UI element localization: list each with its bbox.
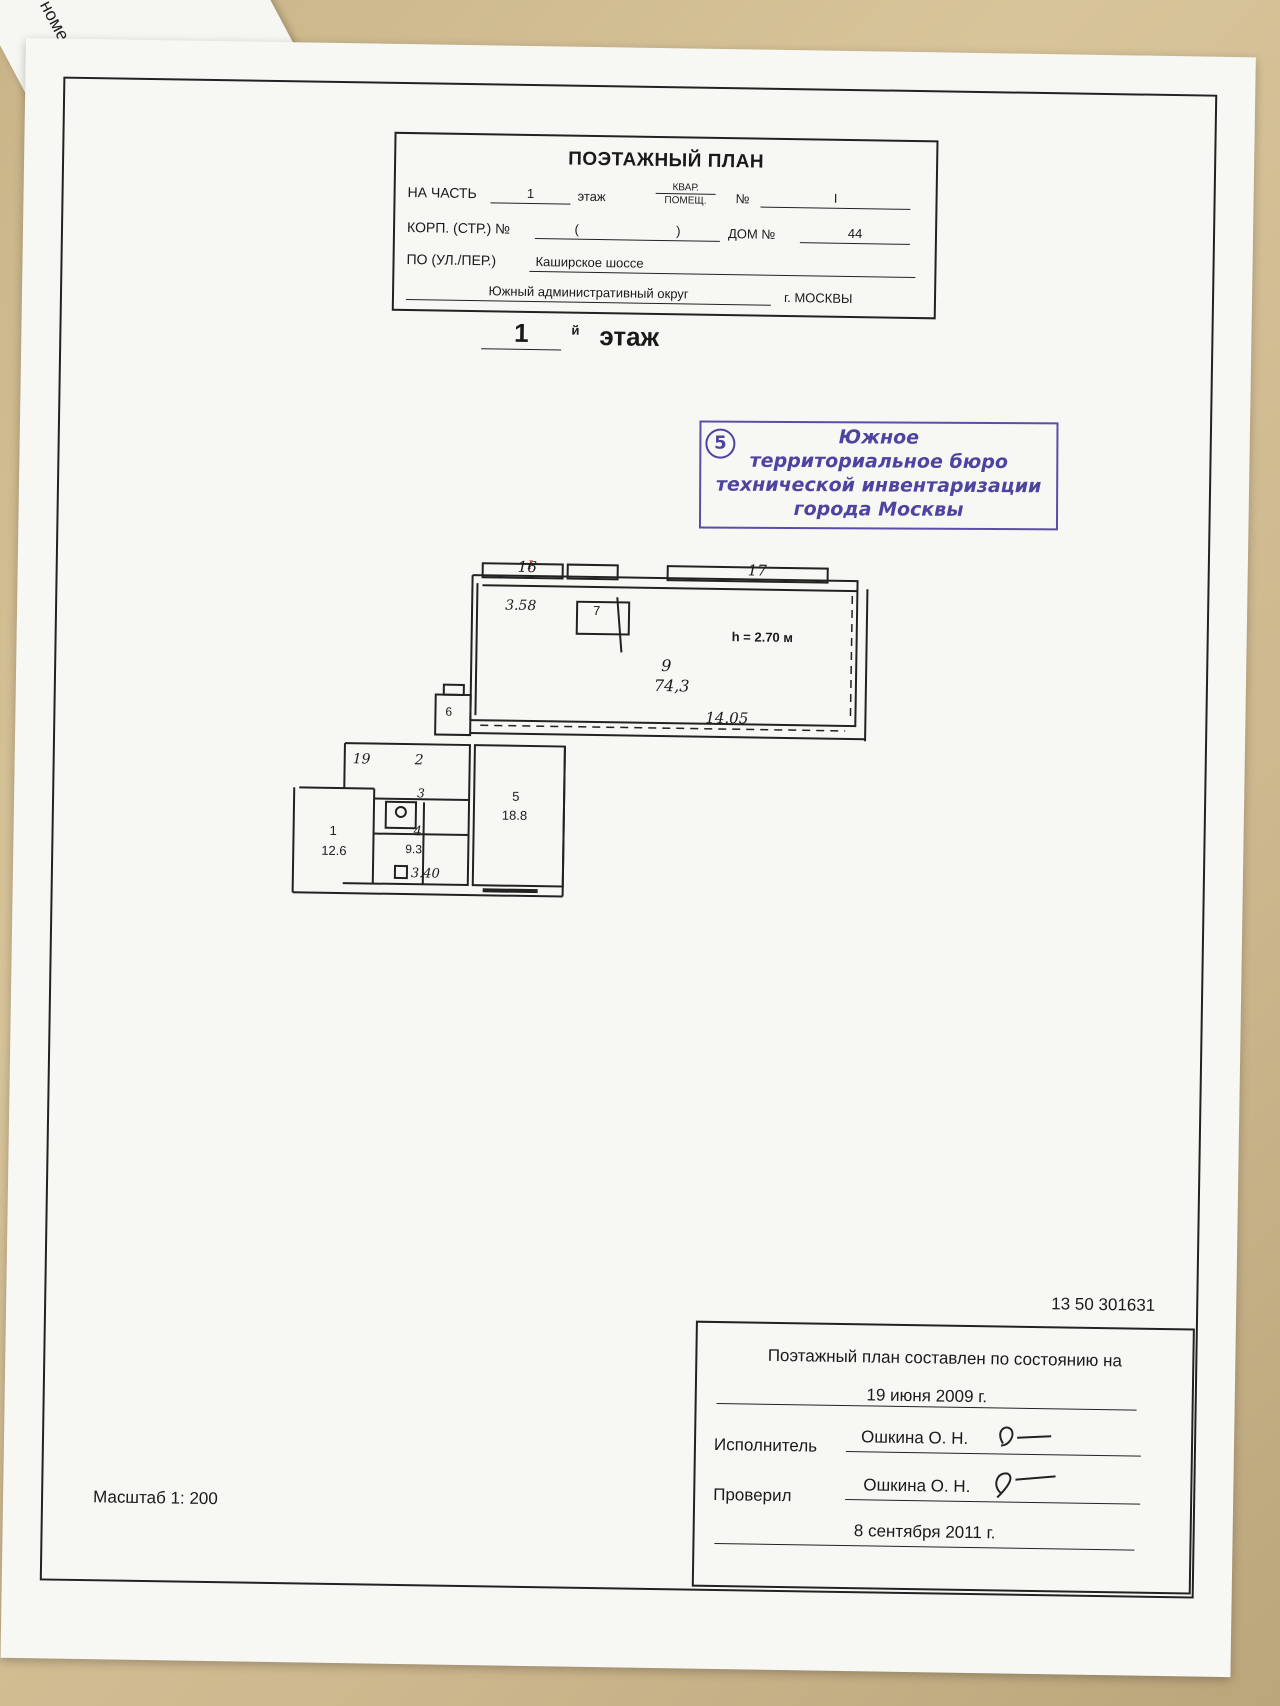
floor-suffix: й <box>571 322 580 338</box>
stamp-line-2: территориальное бюро <box>749 449 1008 474</box>
info-caption: Поэтажный план составлен по состоянию на <box>767 1345 1123 1371</box>
room-label-19: 19 <box>352 751 371 768</box>
room-label-1: 1 <box>329 822 337 838</box>
floor-word: этаж <box>599 321 660 352</box>
room-label-16: 16 <box>517 557 537 577</box>
scale-label: Масштаб 1: 200 <box>92 1487 218 1509</box>
room-area-9: 74,3 <box>653 675 690 696</box>
executor-row: Ошкина О. Н. <box>845 1423 1142 1457</box>
dimension-3-40: 3.40 <box>410 866 440 882</box>
room-area-5: 18.8 <box>501 807 528 823</box>
executor-name: Ошкина О. Н. <box>860 1427 969 1448</box>
room-label-17: 17 <box>747 561 767 580</box>
checked-name: Ошкина О. Н. <box>863 1475 971 1497</box>
room-label-2: 2 <box>414 752 424 769</box>
house-value: 44 <box>799 225 911 245</box>
room-label-5: 5 <box>512 788 520 804</box>
issue-date: 8 сентября 2011 г. <box>853 1521 996 1543</box>
street-label: ПО (УЛ./ПЕР.) <box>406 251 497 269</box>
document-sheet: ПОЭТАЖНЫЙ ПЛАН НА ЧАСТЬ 1 этаж КВАР. ПОМ… <box>0 38 1256 1678</box>
executor-label: Исполнитель <box>713 1434 818 1456</box>
unit-type-top: КВАР. <box>655 181 716 195</box>
room-area-4: 9.3 <box>405 842 423 857</box>
number-value: I <box>760 189 911 210</box>
height-note: h = 2.70 м <box>731 629 794 646</box>
checked-label: Проверил <box>713 1484 792 1506</box>
floor-plan-drawing <box>291 562 869 898</box>
building-label: КОРП. (СТР.) № <box>406 219 511 237</box>
room-label-9: 9 <box>661 656 672 676</box>
checked-signature <box>995 1472 1056 1499</box>
street-value: Каширское шоссе <box>529 253 916 278</box>
building-field: ( ) <box>534 221 721 242</box>
room-label-6: 6 <box>445 704 453 719</box>
building-open: ( <box>574 221 580 237</box>
district-value: Южный административный округ <box>405 282 772 306</box>
unit-type-bottom: ПОМЕЩ. <box>664 195 707 207</box>
dimension-3-58: 3.58 <box>505 597 537 615</box>
serial-number: 13 50 301631 <box>1051 1294 1156 1315</box>
part-label: НА ЧАСТЬ <box>407 184 477 202</box>
building-close: ) <box>676 223 681 239</box>
state-date: 19 июня 2009 г. <box>866 1385 988 1407</box>
city-value: г. МОСКВЫ <box>783 289 853 307</box>
floor-number: 1 <box>481 317 562 351</box>
issue-date-row: 8 сентября 2011 г. <box>714 1519 1135 1551</box>
title-block: ПОЭТАЖНЫЙ ПЛАН НА ЧАСТЬ 1 этаж КВАР. ПОМ… <box>391 131 939 320</box>
bti-stamp: 5 Южное территориальное бюро технической… <box>698 420 1059 531</box>
room-label-7: 7 <box>592 602 601 619</box>
room-label-3: 3 <box>417 786 425 801</box>
house-label: ДОМ № <box>727 226 776 242</box>
stamp-line-4: города Москвы <box>793 498 964 521</box>
document-title: ПОЭТАЖНЫЙ ПЛАН <box>568 148 765 173</box>
floor-label: этаж <box>577 188 606 205</box>
page-frame: ПОЭТАЖНЫЙ ПЛАН НА ЧАСТЬ 1 этаж КВАР. ПОМ… <box>39 76 1218 1599</box>
info-block: Поэтажный план составлен по состоянию на… <box>691 1320 1195 1595</box>
checked-row: Ошкина О. Н. <box>845 1471 1141 1505</box>
stamp-line-1: Южное <box>838 426 920 449</box>
stamp-number: 5 <box>705 428 736 459</box>
floor-plan: I 16 17 3.58 7 h = 2.70 м 9 74,3 14.05 6… <box>272 552 898 922</box>
executor-signature <box>999 1426 1052 1447</box>
room-area-1: 12.6 <box>321 842 347 859</box>
stamp-line-3: технической инвентаризации <box>715 473 1042 498</box>
info-date-row: 19 июня 2009 г. <box>716 1383 1137 1411</box>
number-label: № <box>735 191 750 207</box>
part-value: 1 <box>490 185 571 205</box>
dimension-14-05: 14.05 <box>705 708 749 728</box>
room-label-4: 4 <box>413 824 422 840</box>
